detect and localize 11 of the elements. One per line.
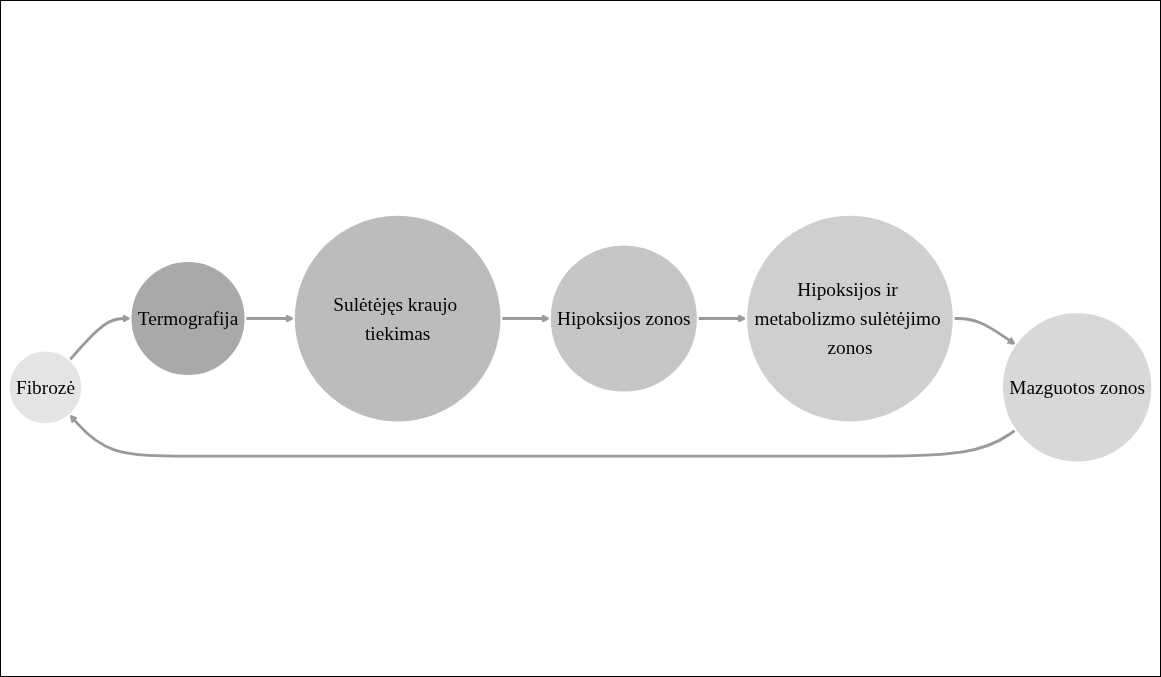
arrow [953, 317, 1016, 345]
arrow [68, 314, 131, 361]
node-circle: Hipoksijos ir metabolizmo sulėtėjimo zonos [745, 213, 955, 424]
node-circle: Hipoksijos zonos [548, 243, 699, 394]
node-circle: Sulėtėjęs kraujo tiekimas [292, 213, 503, 424]
node-circle: Fibrozė [7, 349, 84, 425]
node-circle: Mazguotos zonos [1001, 311, 1154, 464]
arrow [697, 314, 747, 323]
node-circle: Termografija [129, 259, 247, 377]
arrow [245, 314, 295, 323]
arrow [69, 414, 1017, 458]
